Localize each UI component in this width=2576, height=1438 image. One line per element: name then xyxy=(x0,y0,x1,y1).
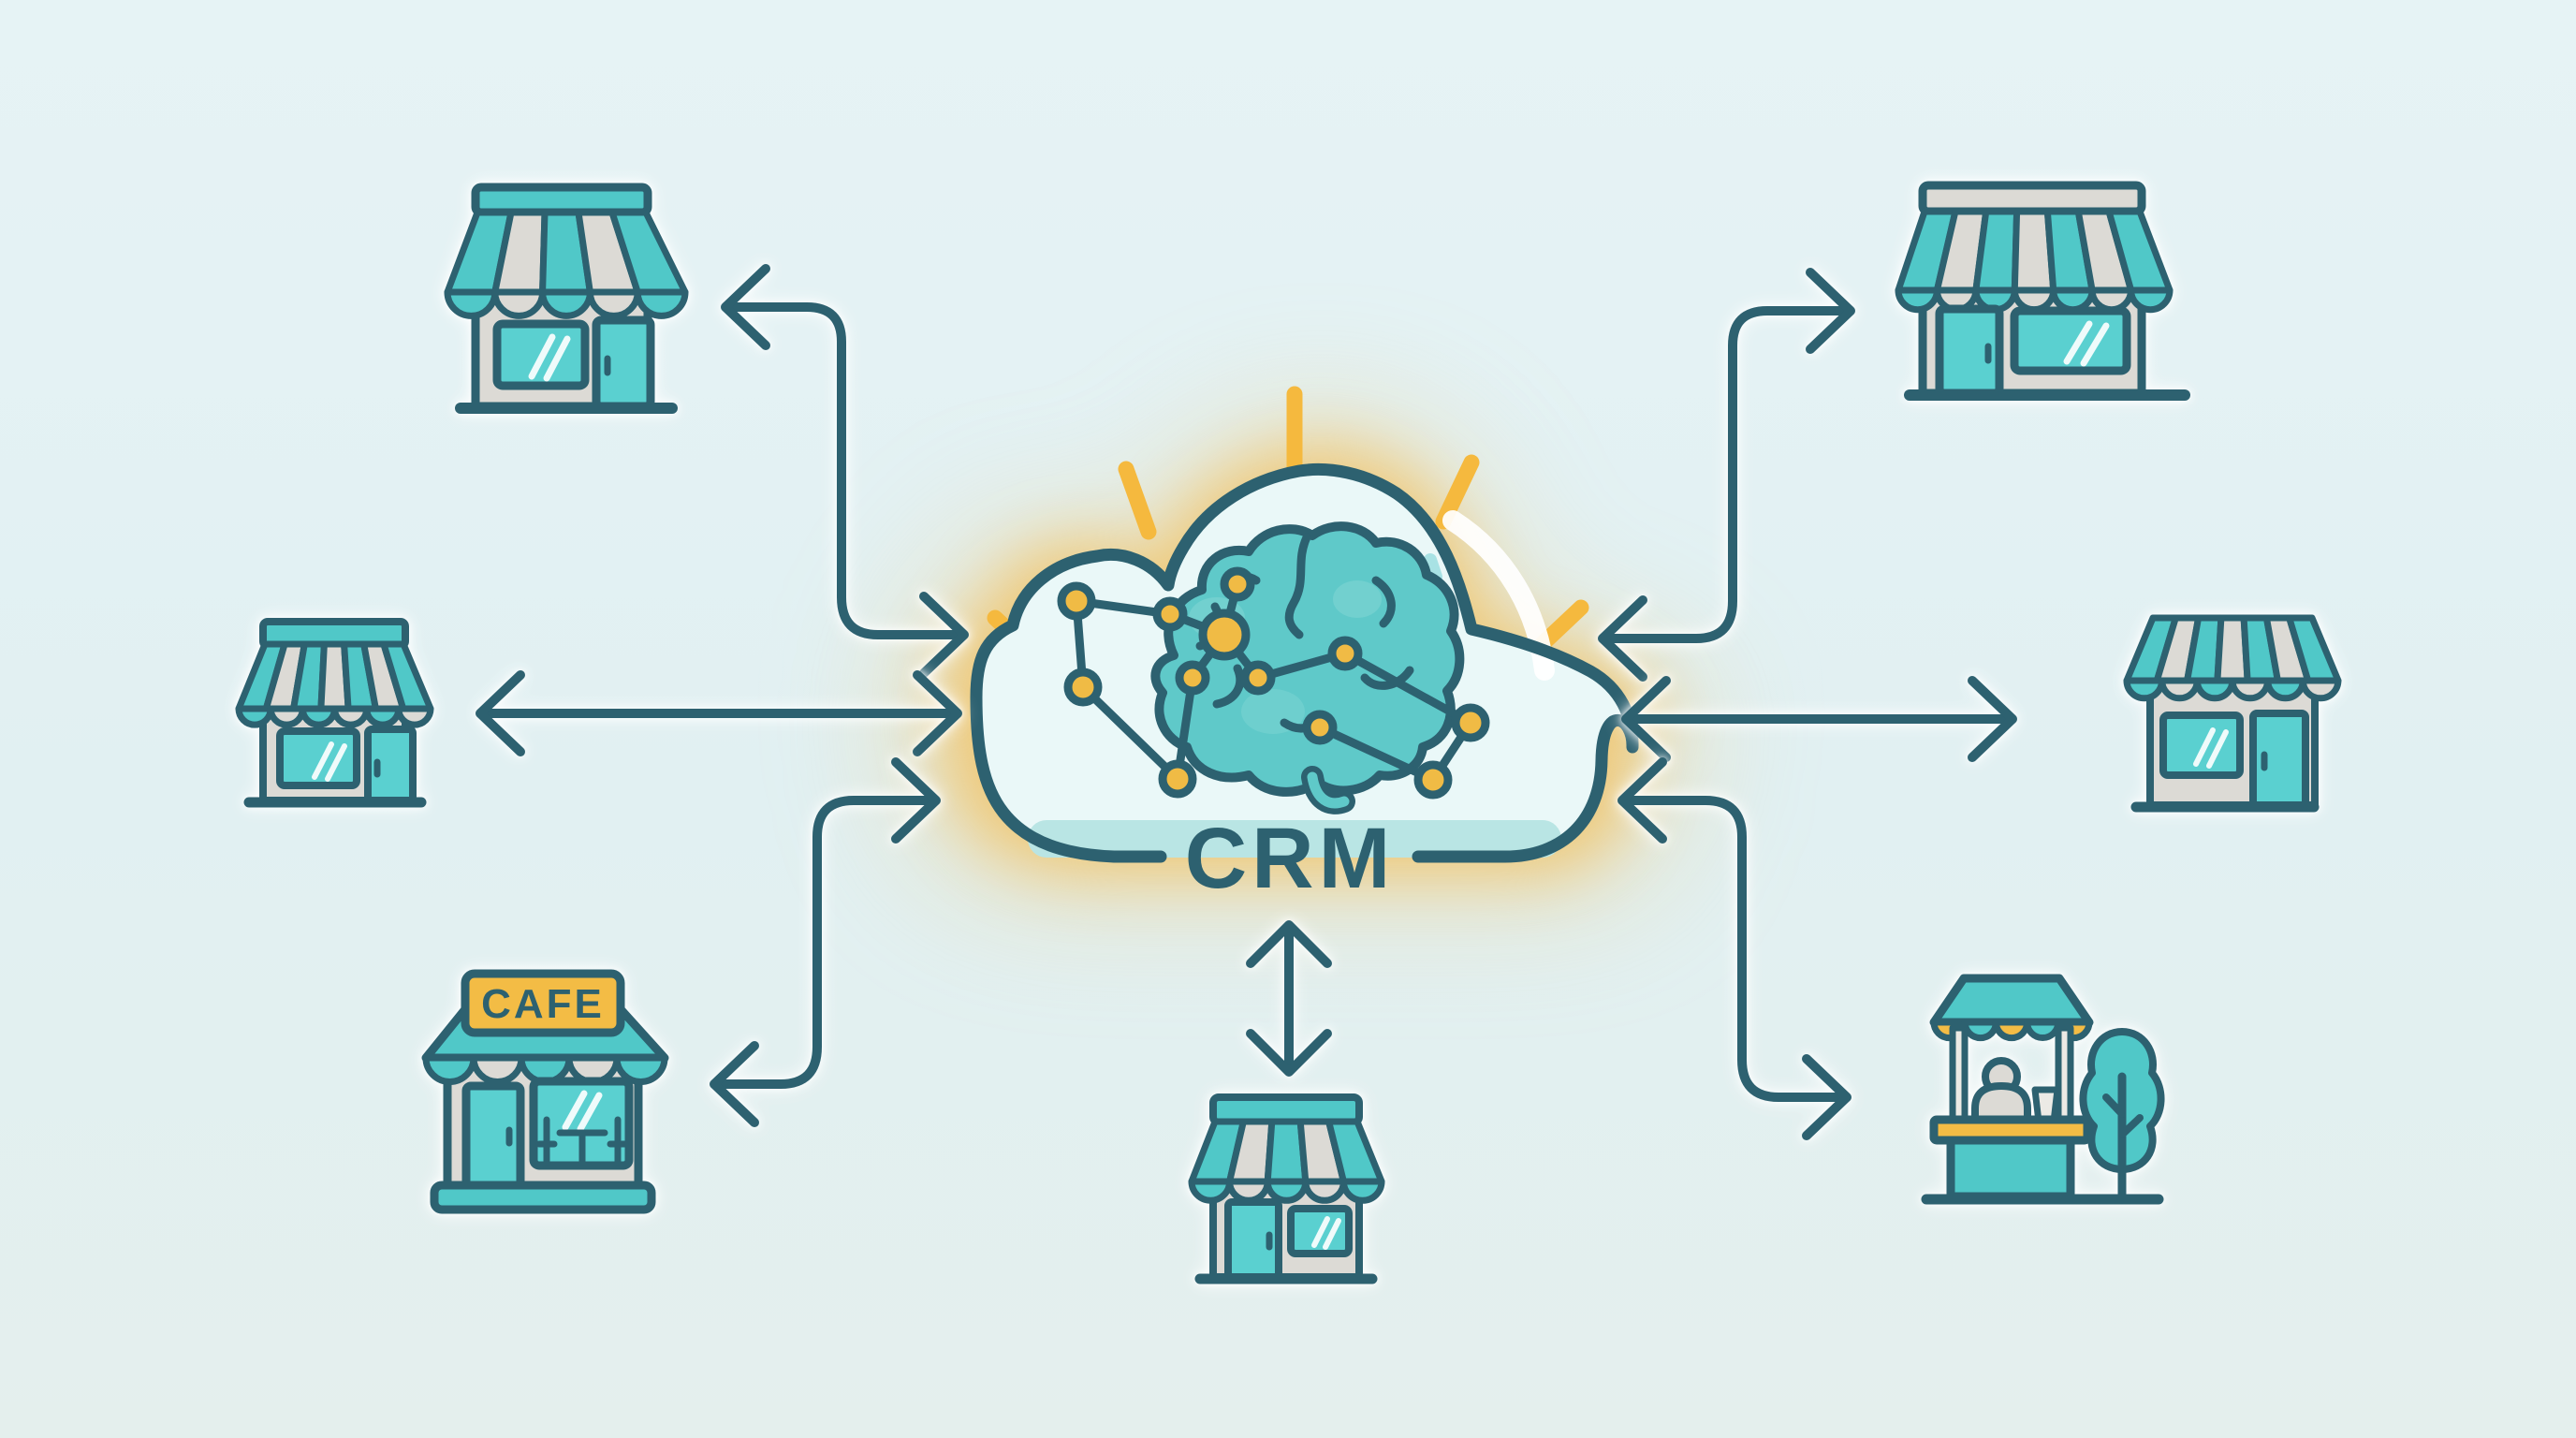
market-stall-bottom-right xyxy=(1921,974,2165,1205)
arrow-bottom-left xyxy=(710,757,941,1127)
arrowhead-right xyxy=(891,757,941,844)
network-node-hub xyxy=(1198,609,1251,661)
store-sign-bar xyxy=(1918,181,2146,216)
window-shine xyxy=(543,335,571,382)
network-node xyxy=(1057,581,1096,621)
arrowhead-down xyxy=(1246,1029,1332,1077)
tree-branch xyxy=(2118,1114,2144,1138)
network-node xyxy=(1240,660,1276,696)
network-nodes xyxy=(1057,566,1490,800)
window-shine xyxy=(325,743,347,782)
arrow-middle-left xyxy=(476,670,962,756)
awning xyxy=(1188,1118,1385,1204)
window-shine xyxy=(2206,729,2229,769)
brain-network xyxy=(1057,521,1490,814)
network-node xyxy=(1413,760,1453,800)
cafe-base xyxy=(430,1181,656,1214)
window-shine xyxy=(1323,1218,1341,1250)
awning xyxy=(235,640,434,728)
network-node xyxy=(1327,636,1363,671)
arrowhead-up xyxy=(1246,920,1332,968)
arrow-line xyxy=(716,796,934,1089)
awning xyxy=(2123,614,2342,702)
awning xyxy=(1895,208,2174,314)
arrowhead-right xyxy=(919,592,969,678)
tree-branch xyxy=(2102,1093,2126,1118)
stall-base xyxy=(1946,1136,2075,1201)
network-node xyxy=(1451,703,1490,742)
sun-ray xyxy=(1118,461,1157,540)
network-node xyxy=(1175,660,1210,696)
arrow-line xyxy=(1607,306,1849,643)
cafe-table-and-chairs xyxy=(535,1116,629,1166)
stall-post-left xyxy=(1949,1024,1969,1125)
arrow-line xyxy=(1624,796,1845,1102)
network-node xyxy=(1302,710,1338,745)
window-shine xyxy=(2193,727,2216,767)
storefront-bottom-center xyxy=(1188,1093,1385,1284)
arrow-bottom-right xyxy=(1617,757,1852,1140)
network-node xyxy=(1152,596,1188,632)
window-shine xyxy=(562,1090,588,1131)
brain-stem-fill xyxy=(1307,771,1350,809)
arrowhead-left xyxy=(476,670,525,756)
arrow-top-right xyxy=(1598,268,1855,682)
arrowhead-right xyxy=(1802,1054,1852,1140)
storefront-top-left xyxy=(444,183,689,414)
store-window xyxy=(2159,712,2244,779)
arrowhead-right xyxy=(913,670,962,756)
window-shine xyxy=(312,741,334,780)
store-door xyxy=(2249,710,2309,809)
window-shine xyxy=(528,333,556,380)
brain-highlight xyxy=(1333,580,1382,618)
cloud-inner-band xyxy=(1028,820,1561,858)
network-node xyxy=(1063,668,1103,707)
arrowhead-left xyxy=(1621,676,1671,762)
arrow-middle-right xyxy=(1621,676,2017,762)
store-sign-bar xyxy=(471,183,652,217)
vendor-body xyxy=(1971,1082,2031,1125)
stall-roof xyxy=(1929,974,2094,1027)
storefront-top-right xyxy=(1895,181,2190,401)
arrow-top-left xyxy=(721,264,969,678)
crm-label: CRM xyxy=(1185,811,1396,906)
window-shine xyxy=(1311,1216,1330,1248)
window-shine xyxy=(2080,322,2110,367)
storefront-middle-left xyxy=(235,618,434,808)
window-shine xyxy=(2063,320,2093,365)
tree xyxy=(2079,1028,2165,1204)
network-node xyxy=(1220,566,1255,602)
store-window xyxy=(2010,306,2131,375)
cafe-sign-label: CAFE xyxy=(481,981,605,1027)
arrowhead-right xyxy=(1806,268,1855,354)
stall-post-right xyxy=(2055,1024,2074,1125)
arrow-line xyxy=(727,302,962,639)
storefront-middle-right xyxy=(2123,614,2342,813)
arrowhead-right xyxy=(1968,676,2017,762)
arrowhead-left xyxy=(1617,757,1667,844)
window-shine xyxy=(577,1092,603,1133)
awning xyxy=(444,209,689,319)
cloud-outline xyxy=(970,462,1639,863)
cafe-sign xyxy=(461,969,625,1037)
arrowhead-left xyxy=(710,1041,759,1127)
store-window xyxy=(276,727,360,789)
arrowhead-left xyxy=(1598,595,1647,682)
arrowhead-left xyxy=(721,264,770,350)
arrow-bottom-center xyxy=(1246,920,1332,1077)
cafe-bottom-left: CAFE xyxy=(421,969,669,1214)
network-node xyxy=(1158,759,1197,799)
